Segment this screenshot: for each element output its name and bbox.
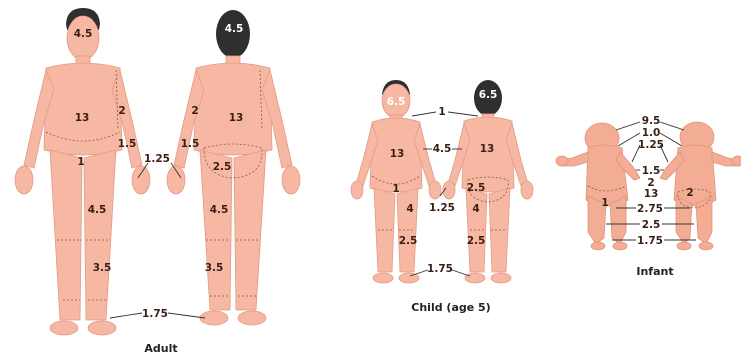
child-neck-value: 1 <box>438 106 445 118</box>
adult-front-figure <box>15 8 150 335</box>
infant-value-trunk: 13 <box>644 188 659 200</box>
child-back-trunk-value: 13 <box>480 143 495 155</box>
child-foot-value: 1.75 <box>427 263 453 275</box>
child-caption: Child (age 5) <box>411 301 490 314</box>
child-back-figure <box>443 80 533 283</box>
adult-back-leg-value: 3.5 <box>205 262 224 274</box>
infant-front-genitals-value: 1 <box>601 197 608 209</box>
child-back-buttocks-value: 2.5 <box>467 182 486 194</box>
adult-front-leg-value: 3.5 <box>93 262 112 274</box>
infant-value-leg: 2.5 <box>642 219 661 231</box>
adult-back-lower-arm-value: 1.5 <box>181 138 200 150</box>
adult-front-genitals-value: 1 <box>77 156 84 168</box>
infant-value-forearm: 1.5 <box>642 165 661 177</box>
infant-value-thigh: 2.75 <box>637 203 663 215</box>
child-front-figure <box>351 80 441 283</box>
child-foot-leader-back <box>452 270 470 276</box>
infant-caption: Infant <box>636 265 673 278</box>
adult-front-upper-arm-value: 2 <box>118 105 125 117</box>
adult-foot-leader-front <box>110 313 142 318</box>
adult-back-head-value: 4.5 <box>225 23 244 35</box>
adult-back-trunk-value: 13 <box>229 112 244 124</box>
child-front-head-value: 6.5 <box>387 96 406 108</box>
child-front-thigh-value: 4 <box>406 203 413 215</box>
infant-leader-1 <box>616 122 640 130</box>
child-arm-value: 4.5 <box>433 143 452 155</box>
adult-back-thigh-value: 4.5 <box>210 204 229 216</box>
adult-front-lower-arm-value: 1.5 <box>118 138 137 150</box>
adult-hand-value: 1.25 <box>144 153 170 165</box>
adult-front-trunk-value: 13 <box>75 112 90 124</box>
child-front-trunk-value: 13 <box>390 148 405 160</box>
infant-value-foot: 1.75 <box>637 235 663 247</box>
infant-value-neck: 1.0 <box>642 127 661 139</box>
child-front-leg-value: 2.5 <box>399 235 418 247</box>
child-neck-leader-back <box>448 112 478 116</box>
infant-value-head: 9.5 <box>642 115 661 127</box>
adult-caption: Adult <box>144 342 177 354</box>
infant-leader-3 <box>618 133 640 146</box>
adult-foot-value: 1.75 <box>142 308 168 320</box>
adult-back-buttocks-value: 2.5 <box>213 161 232 173</box>
infant-leader-2 <box>660 122 684 130</box>
child-back-head-value: 6.5 <box>479 89 498 101</box>
adult-back-figure <box>167 10 300 325</box>
infant-front-figure <box>556 123 640 250</box>
infant-back-buttocks-value: 2 <box>686 187 693 199</box>
child-back-thigh-value: 4 <box>472 203 479 215</box>
adult-foot-leader-back <box>168 313 205 318</box>
adult-front-thigh-value: 4.5 <box>88 204 107 216</box>
adult-back-upper-arm-value: 2 <box>191 105 198 117</box>
child-neck-leader-front <box>412 112 436 116</box>
infant-value-hand: 1.25 <box>638 139 664 151</box>
child-hand-value: 1.25 <box>429 202 455 214</box>
infant-back-figure <box>660 122 741 250</box>
child-front-genitals-value: 1 <box>392 183 399 195</box>
child-back-leg-value: 2.5 <box>467 235 486 247</box>
adult-front-head-value: 4.5 <box>74 28 93 40</box>
